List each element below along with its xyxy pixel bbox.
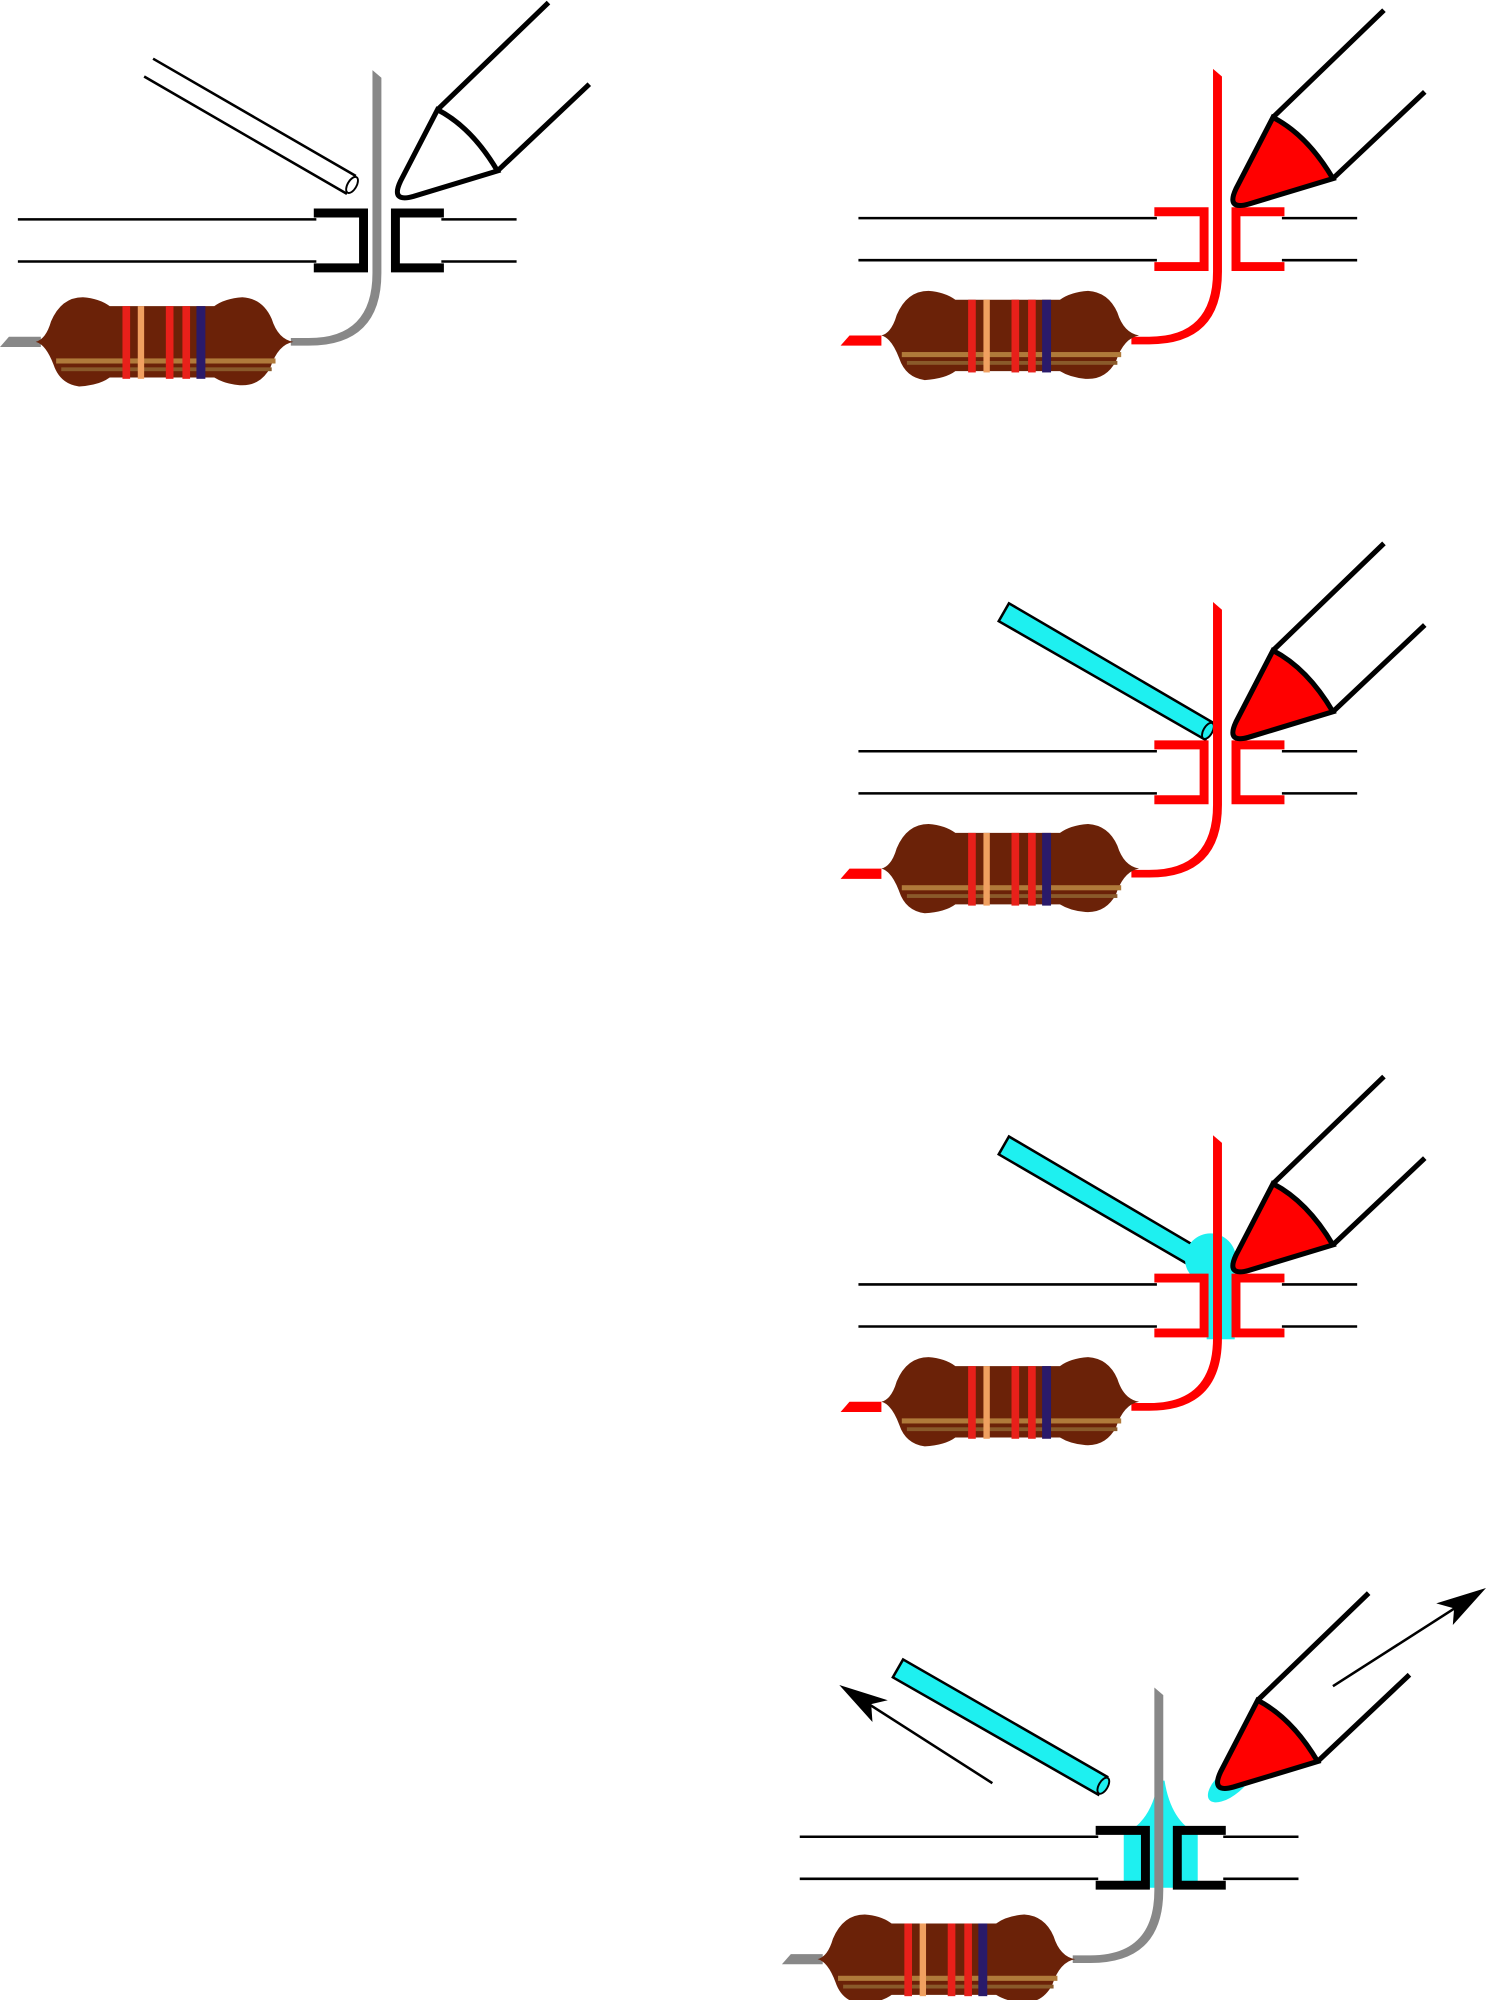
pad-right-hot	[1236, 212, 1284, 267]
pad-right-hot	[1236, 1278, 1284, 1333]
soldering-iron	[1233, 1077, 1425, 1272]
resistor	[881, 823, 1140, 914]
resistor	[881, 290, 1140, 381]
panel-step-3	[840, 543, 1425, 914]
arrow-iron-away	[1332, 1588, 1486, 1688]
pad-left-hot	[1154, 1278, 1204, 1333]
circuit-board	[857, 216, 1359, 262]
solder-wire	[997, 601, 1215, 742]
resistor	[881, 1357, 1140, 1447]
solder-wire	[997, 1134, 1197, 1266]
solder-wire	[143, 57, 359, 195]
soldering-iron	[1233, 543, 1425, 738]
soldering-iron-removed	[1207, 1593, 1409, 1803]
resistor	[35, 297, 294, 387]
circuit-board	[798, 1835, 1300, 1881]
panel-step-2	[840, 10, 1425, 381]
pad-left	[314, 213, 364, 268]
pad-right-hot	[1236, 745, 1284, 800]
panel-step-4	[840, 1077, 1425, 1447]
pad-left-hot	[1154, 212, 1204, 267]
panel-step-1	[0, 3, 589, 387]
circuit-board	[857, 1283, 1359, 1328]
pad-right	[395, 213, 443, 268]
molten-solder	[1184, 1233, 1236, 1340]
pad-left-hot	[1154, 745, 1204, 800]
resistor	[817, 1914, 1076, 2000]
arrowhead-icon	[1436, 1588, 1486, 1625]
solder-wire-removed	[891, 1657, 1111, 1797]
circuit-board	[857, 750, 1359, 795]
panel-step-5	[781, 1687, 1300, 2000]
soldering-iron	[1233, 10, 1425, 205]
soldering-iron	[397, 3, 589, 198]
arrowhead-icon	[839, 1684, 888, 1722]
arrow-solder-away	[839, 1684, 994, 1785]
circuit-board	[16, 218, 518, 263]
